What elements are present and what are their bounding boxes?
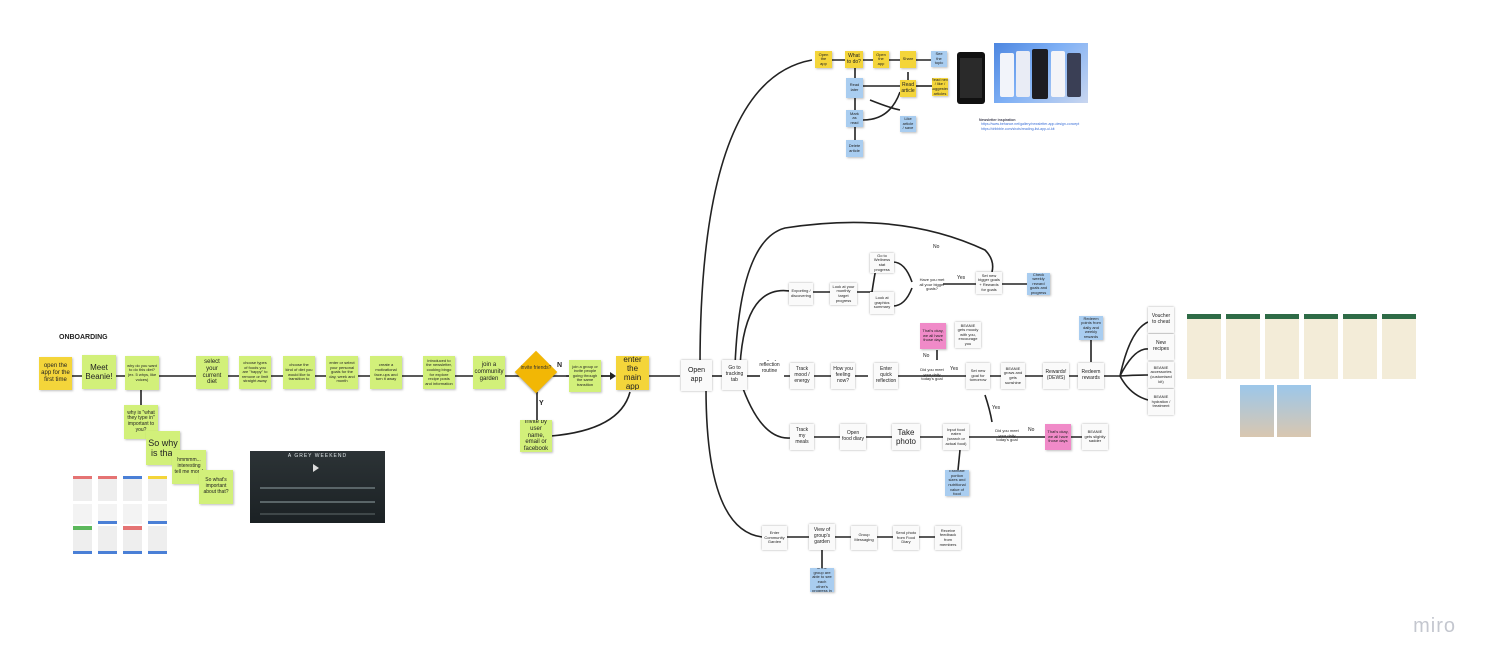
sticky-track-meals[interactable]: Track my meals [790, 424, 814, 450]
sticky-why-diet[interactable]: why do you want to do this diet? (ex. 5 … [125, 356, 159, 390]
section-title: ONBOARDING [59, 334, 108, 341]
label-n: N [557, 362, 563, 369]
sticky-new-recipes[interactable]: New recipes [1148, 334, 1174, 360]
sticky-what-to-do[interactable]: What to do? [845, 51, 863, 68]
sticky-open-the-app-top[interactable]: Open the app [815, 51, 832, 68]
sticky-blue-small[interactable]: Like article / save [900, 116, 916, 132]
sticky-open-the-app-top2[interactable]: Open the app [873, 51, 889, 68]
sticky-create-motivational[interactable]: create a motivational face-ups and turn … [370, 356, 402, 389]
dark-panel-title: A GREY WEEKEND [287, 453, 348, 459]
sticky-set-new-goal[interactable]: Set new goal for tomorrow [966, 363, 990, 389]
sticky-beanie-hydrate[interactable]: BEANIE hydration / treatment [1148, 389, 1174, 415]
play-icon[interactable] [313, 464, 319, 472]
label-no-1: No [933, 244, 940, 250]
garden-screenshots [1187, 314, 1427, 379]
sticky-enter-community[interactable]: Enter Community Garden [762, 526, 787, 550]
sticky-yellow-right[interactable]: Read next / like / suggested articles [932, 78, 948, 96]
sticky-invite-username[interactable]: invite by user name, email or facebook [520, 420, 552, 452]
miro-logo: miro [1413, 615, 1456, 637]
sticky-blue-food[interactable]: Estimate portion sizes and nutritional v… [945, 470, 969, 496]
sticky-set-new-goal-top[interactable]: Set new bigger goals + Rewards for goals [976, 272, 1002, 294]
sky-screenshot-1 [1240, 385, 1274, 437]
sticky-read-later[interactable]: Read later [846, 78, 863, 98]
sticky-delete-article[interactable]: Delete article [846, 140, 863, 157]
sticky-so-why-that[interactable]: So why is that [146, 431, 180, 465]
links-heading: Newsletter inspiration [979, 118, 1016, 122]
sticky-how-feeling[interactable]: How you feeling now? [831, 363, 855, 389]
sticky-group-messaging[interactable]: Group Messaging [851, 526, 877, 550]
label-y: Y [539, 400, 544, 407]
sticky-join-group[interactable]: join a group or invite people going thro… [569, 360, 601, 392]
sticky-blue-upper[interactable]: See the topic [931, 51, 947, 67]
sticky-introduced-newsletter[interactable]: introduced to the newsletter, cooking bi… [423, 356, 455, 389]
link-2[interactable]: https://dribbble.com/shots/reading-list-… [981, 127, 1055, 131]
sticky-select-current-diet[interactable]: select your current diet [196, 356, 228, 389]
link-1[interactable]: https://www.behance.net/gallery/newslett… [981, 122, 1080, 126]
wireframe-thumbnails [73, 476, 168, 554]
sticky-thats-okay-2[interactable]: That's okay, we all have those days [1045, 424, 1071, 450]
sticky-choose-foods[interactable]: choose types of foods you are "happy" to… [239, 356, 271, 389]
sticky-open-food-diary[interactable]: Open food diary [840, 424, 866, 450]
sticky-whats-important[interactable]: So what's important about that? [199, 470, 233, 504]
sticky-nightly-reflection[interactable]: Nightly reflection routine [759, 360, 780, 372]
sticky-go-tracking[interactable]: Go to tracking tab [722, 360, 747, 390]
label-no-3: No [1028, 427, 1035, 433]
sticky-take-photo[interactable]: Take photo [892, 424, 920, 450]
sticky-enter-goals[interactable]: enter or select your personal goals for … [326, 356, 358, 389]
sticky-read-article[interactable]: Read article [900, 80, 916, 97]
sticky-meet-beanie[interactable]: Meet Beanie! [82, 355, 116, 389]
sticky-did-you-meet[interactable]: Did you meet your daily today's goal [920, 367, 944, 382]
sticky-open-first-time[interactable]: open the app for the first time [39, 357, 72, 390]
sticky-beanie-slightly[interactable]: BEANIE gets slightly sadder [1082, 424, 1108, 450]
sticky-enter-main-app[interactable]: enter the main app [616, 356, 649, 390]
sticky-rewards-dews[interactable]: Rewards! (DEWS) [1043, 363, 1069, 389]
sticky-yellow-small[interactable]: Share [900, 51, 916, 68]
phone-mockup-dark [957, 52, 985, 104]
sticky-mark-as-read[interactable]: Mark as read [846, 110, 863, 127]
sticky-open-app[interactable]: Open app [681, 360, 712, 391]
sticky-view-group-garden[interactable]: View of group's garden [809, 524, 835, 550]
sticky-why-what-typed[interactable]: why is "what they type in" important to … [124, 405, 158, 439]
label-yes-3: Yes [992, 405, 1001, 411]
label-yes-2: Yes [950, 366, 959, 372]
label-no-2: No [923, 353, 930, 359]
sticky-track-mood[interactable]: Track mood / energy [790, 363, 814, 389]
sticky-receive-feedback[interactable]: Receive feedback from members [935, 526, 961, 550]
sticky-blue-top-right[interactable]: Check weekly reward goals and progress [1027, 273, 1050, 295]
sticky-voucher-cheat[interactable]: Voucher to cheat [1148, 307, 1174, 333]
sticky-exporting[interactable]: Exporting / discovering [789, 283, 813, 305]
sticky-blue-community[interactable]: Members of the group are able to see eac… [810, 568, 834, 592]
sticky-blue-redeem[interactable]: Redeem points from daily and weekly rewa… [1079, 316, 1103, 340]
phone-mockup-collage [994, 43, 1088, 103]
sticky-thats-okay-1[interactable]: That's okay, we all have those days [920, 323, 946, 349]
sticky-have-you-met[interactable]: Have you met all your bigger goals? [919, 277, 945, 292]
sticky-send-photo[interactable]: Send photo from Food Diary [893, 526, 919, 550]
sticky-input-food[interactable]: Input food eaten (search or actual food) [943, 424, 969, 450]
sticky-beanie-grows[interactable]: BEANIE grows and gets sunshine [1001, 363, 1025, 389]
sticky-join-community[interactable]: join a community garden [473, 356, 505, 389]
sticky-beanie-accessories[interactable]: BEANIE accessories (customised kit) [1148, 362, 1174, 388]
dark-image-panel: A GREY WEEKEND [250, 451, 385, 523]
sticky-go-to-tab[interactable]: Go to Wellness stat progress [870, 253, 894, 273]
sticky-look-calendar[interactable]: Look at your monthly target progress [830, 283, 857, 305]
sticky-enter-reflection[interactable]: Enter quick reflection [874, 363, 898, 389]
sticky-redeem-rewards[interactable]: Redeem rewards [1078, 363, 1104, 389]
sticky-look-graphics[interactable]: Look at graphics summary [870, 292, 894, 314]
label-yes-1: Yes [957, 275, 966, 281]
sky-screenshot-2 [1277, 385, 1311, 437]
decision-label: invite friends? [520, 365, 552, 371]
sticky-beanie-moody[interactable]: BEANIE gets moody with you, encourage yo… [955, 322, 981, 348]
sticky-did-you-meet-2[interactable]: Did you meet your daily today's goal [995, 428, 1019, 443]
sticky-choose-diet-transition[interactable]: choose the kind of diet you would like t… [283, 356, 315, 389]
